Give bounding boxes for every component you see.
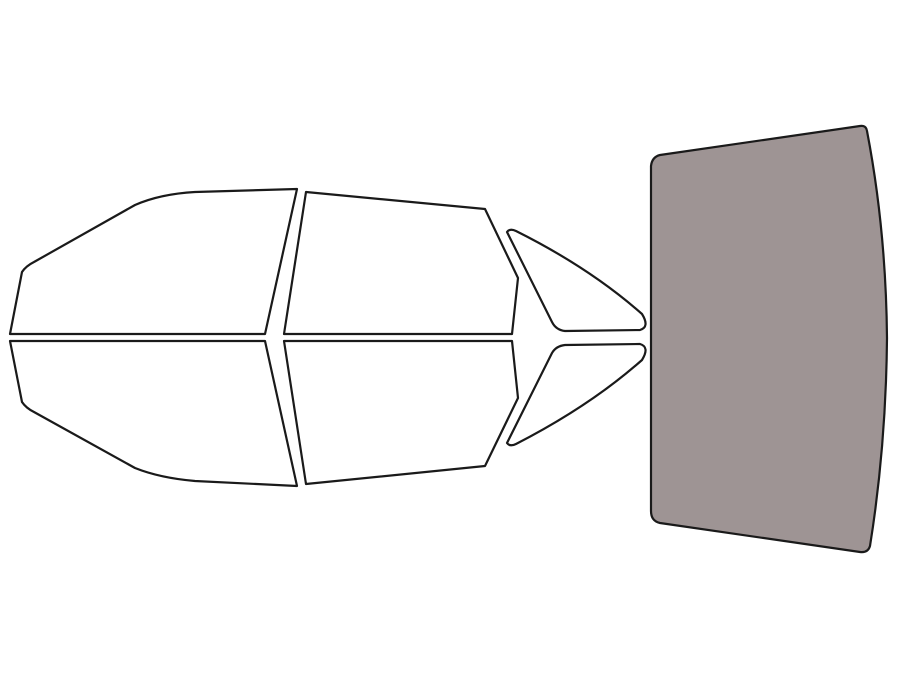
front-door-window-top[interactable] — [8, 187, 299, 336]
rear-door-window-top[interactable] — [282, 190, 520, 336]
front-door-window-bottom[interactable] — [8, 339, 299, 488]
rear-door-window-bottom[interactable] — [282, 339, 520, 486]
rear-windshield[interactable] — [649, 124, 889, 554]
quarter-window-top[interactable] — [505, 228, 647, 333]
quarter-window-bottom[interactable] — [505, 342, 647, 447]
